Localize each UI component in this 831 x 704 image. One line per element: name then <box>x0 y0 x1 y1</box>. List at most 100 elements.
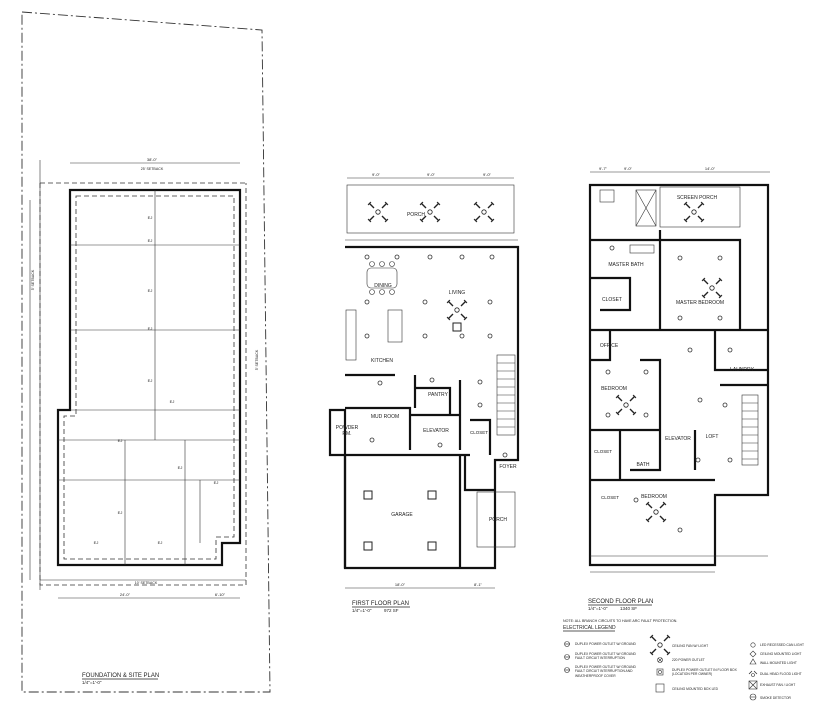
second-floor-area: 1340 SF <box>620 606 637 611</box>
svg-text:EJ: EJ <box>148 326 153 331</box>
porch-bottom-area <box>476 491 516 548</box>
svg-text:LED RECESSED CAN LIGHT: LED RECESSED CAN LIGHT <box>760 643 804 647</box>
room-bedroom-a: BEDROOM <box>601 386 627 392</box>
svg-text:18'-0": 18'-0" <box>395 582 406 587</box>
wp-outlet-icon <box>564 667 570 673</box>
outlet-icon <box>564 641 570 647</box>
svg-text:DUPLEX POWER OUTLET W/ GROUND: DUPLEX POWER OUTLET W/ GROUND <box>575 642 637 646</box>
room-porch-bottom: PORCH <box>489 517 507 523</box>
ceiling-fan-icon <box>649 634 671 656</box>
can-light-icon <box>750 642 756 648</box>
master-shower <box>635 189 657 227</box>
dining-table <box>366 267 398 289</box>
room-master-bedroom: MASTER BEDROOM <box>676 300 724 306</box>
room-porch-top: PORCH <box>407 212 425 218</box>
room-closet-a: CLOSET <box>602 297 622 303</box>
svg-text:EJ: EJ <box>178 465 183 470</box>
exhaust-fan-icon <box>748 680 758 690</box>
second-floor-title: SECOND FLOOR PLAN <box>588 599 653 605</box>
first-floor-exterior-walls <box>328 245 520 570</box>
legend-title: ELECTRICAL LEGEND <box>563 625 616 631</box>
svg-text:14'-0": 14'-0" <box>705 166 716 171</box>
smoke-detector-icon <box>749 693 757 701</box>
foundation-footprint <box>56 188 242 567</box>
svg-text:EJ: EJ <box>118 510 123 515</box>
svg-text:EJ: EJ <box>94 540 99 545</box>
screen-porch-area <box>659 186 741 228</box>
room-laundry: LAUNDRY <box>730 367 754 373</box>
room-mud-room: MUD ROOM <box>371 414 399 420</box>
svg-text:9'-0": 9'-0" <box>624 166 633 171</box>
master-bath-tub <box>599 189 615 203</box>
kitchen-counter <box>345 309 357 361</box>
site-top-setback: 25' SETBACK <box>141 167 164 171</box>
room-closet: CLOSET <box>470 430 488 435</box>
room-closet-c: CLOSET <box>601 495 619 500</box>
site-left-setback: 5' SETBACK <box>31 269 35 290</box>
site-dim-bottom-left: 24'-0" <box>120 592 131 597</box>
floor-outlet-icon <box>656 668 664 676</box>
second-floor-stair <box>741 394 759 466</box>
site-plan-scale: 1/4"=1'-0" <box>82 680 102 685</box>
property-line <box>21 11 271 693</box>
legend-note: NOTE: ALL BRANCH CIRCUITS TO HAVE ARC FA… <box>563 619 677 623</box>
svg-text:DUAL HEAD FLOOD LIGHT: DUAL HEAD FLOOD LIGHT <box>760 672 802 676</box>
svg-text:EJ: EJ <box>148 238 153 243</box>
svg-text:EXHAUST FAN / LIGHT: EXHAUST FAN / LIGHT <box>760 683 795 687</box>
svg-text:EJ: EJ <box>214 480 219 485</box>
site-right-setback: 5' SETBACK <box>255 349 259 370</box>
site-plan-title: FOUNDATION & SITE PLAN <box>82 673 159 679</box>
svg-text:SMOKE DETECTOR: SMOKE DETECTOR <box>760 696 792 700</box>
room-bedroom-b: BEDROOM <box>641 494 667 500</box>
svg-text:9'-7": 9'-7" <box>599 166 608 171</box>
svg-text:EJ: EJ <box>148 378 153 383</box>
svg-text:WALL MOUNTED LIGHT: WALL MOUNTED LIGHT <box>760 661 797 665</box>
first-floor-plan: 9'-0" 9'-0" 9'-0" PORCH DINING LIVING KI… <box>328 172 520 613</box>
svg-text:CEILING MOUNTED BOX LED: CEILING MOUNTED BOX LED <box>672 687 719 691</box>
site-dim-bottom-right: 6'-10" <box>215 592 226 597</box>
room-living: LIVING <box>449 290 466 296</box>
site-plan: 38'-0" 25' SETBACK 5' SETBACK 5' SETBACK… <box>21 11 271 693</box>
svg-text:CEILING FAN W/ LIGHT: CEILING FAN W/ LIGHT <box>672 644 708 648</box>
svg-text:9'-0": 9'-0" <box>427 172 436 177</box>
room-closet-b: CLOSET <box>594 449 612 454</box>
second-floor-plan: 9'-7" 9'-0" 14'-0" SCREEN PORCH MASTER B… <box>588 166 770 611</box>
site-dim-top: 38'-0" <box>147 157 158 162</box>
room-kitchen: KITCHEN <box>371 358 393 364</box>
kitchen-island <box>387 309 403 343</box>
room-dining: DINING <box>374 283 392 289</box>
svg-text:EJ: EJ <box>158 540 163 545</box>
svg-text:EJ: EJ <box>170 399 175 404</box>
gfci-outlet-icon <box>564 654 570 660</box>
svg-text:8'-1": 8'-1" <box>474 582 483 587</box>
room-office: OFFICE <box>600 343 619 349</box>
wall-light-icon <box>749 658 757 665</box>
porch-top-area <box>346 184 515 234</box>
room-powder-line2: RM. <box>342 431 351 437</box>
flood-light-icon <box>748 670 758 677</box>
room-pantry: PANTRY <box>428 392 448 398</box>
ceiling-light-icon <box>749 650 757 658</box>
svg-text:EJ: EJ <box>118 438 123 443</box>
room-screen-porch: SCREEN PORCH <box>677 195 718 201</box>
svg-text:220 POWER OUTLET: 220 POWER OUTLET <box>672 658 705 662</box>
svg-text:9'-0": 9'-0" <box>483 172 492 177</box>
box-led-icon <box>655 683 665 693</box>
svg-text:9'-0": 9'-0" <box>372 172 381 177</box>
first-floor-scale: 1/4"=1'-0" <box>352 608 372 613</box>
room-garage: GARAGE <box>391 512 413 518</box>
first-floor-area: 972 SF <box>384 608 399 613</box>
second-floor-exterior-walls <box>588 183 770 567</box>
site-bottom-setback: 10' SETBACK <box>135 581 158 585</box>
room-loft: LOFT <box>706 434 719 440</box>
room-bath: BATH <box>637 462 650 468</box>
room-master-bath: MASTER BATH <box>608 262 644 268</box>
svg-text:EJ: EJ <box>148 288 153 293</box>
room-foyer: FOYER <box>499 464 517 470</box>
room-elevator-2: ELEVATOR <box>665 436 691 442</box>
electrical-legend: NOTE: ALL BRANCH CIRCUITS TO HAVE ARC FA… <box>563 619 804 701</box>
svg-text:CEILING MOUNTED LIGHT: CEILING MOUNTED LIGHT <box>760 652 801 656</box>
220-outlet-icon <box>657 657 663 663</box>
first-floor-title: FIRST FLOOR PLAN <box>352 601 409 607</box>
